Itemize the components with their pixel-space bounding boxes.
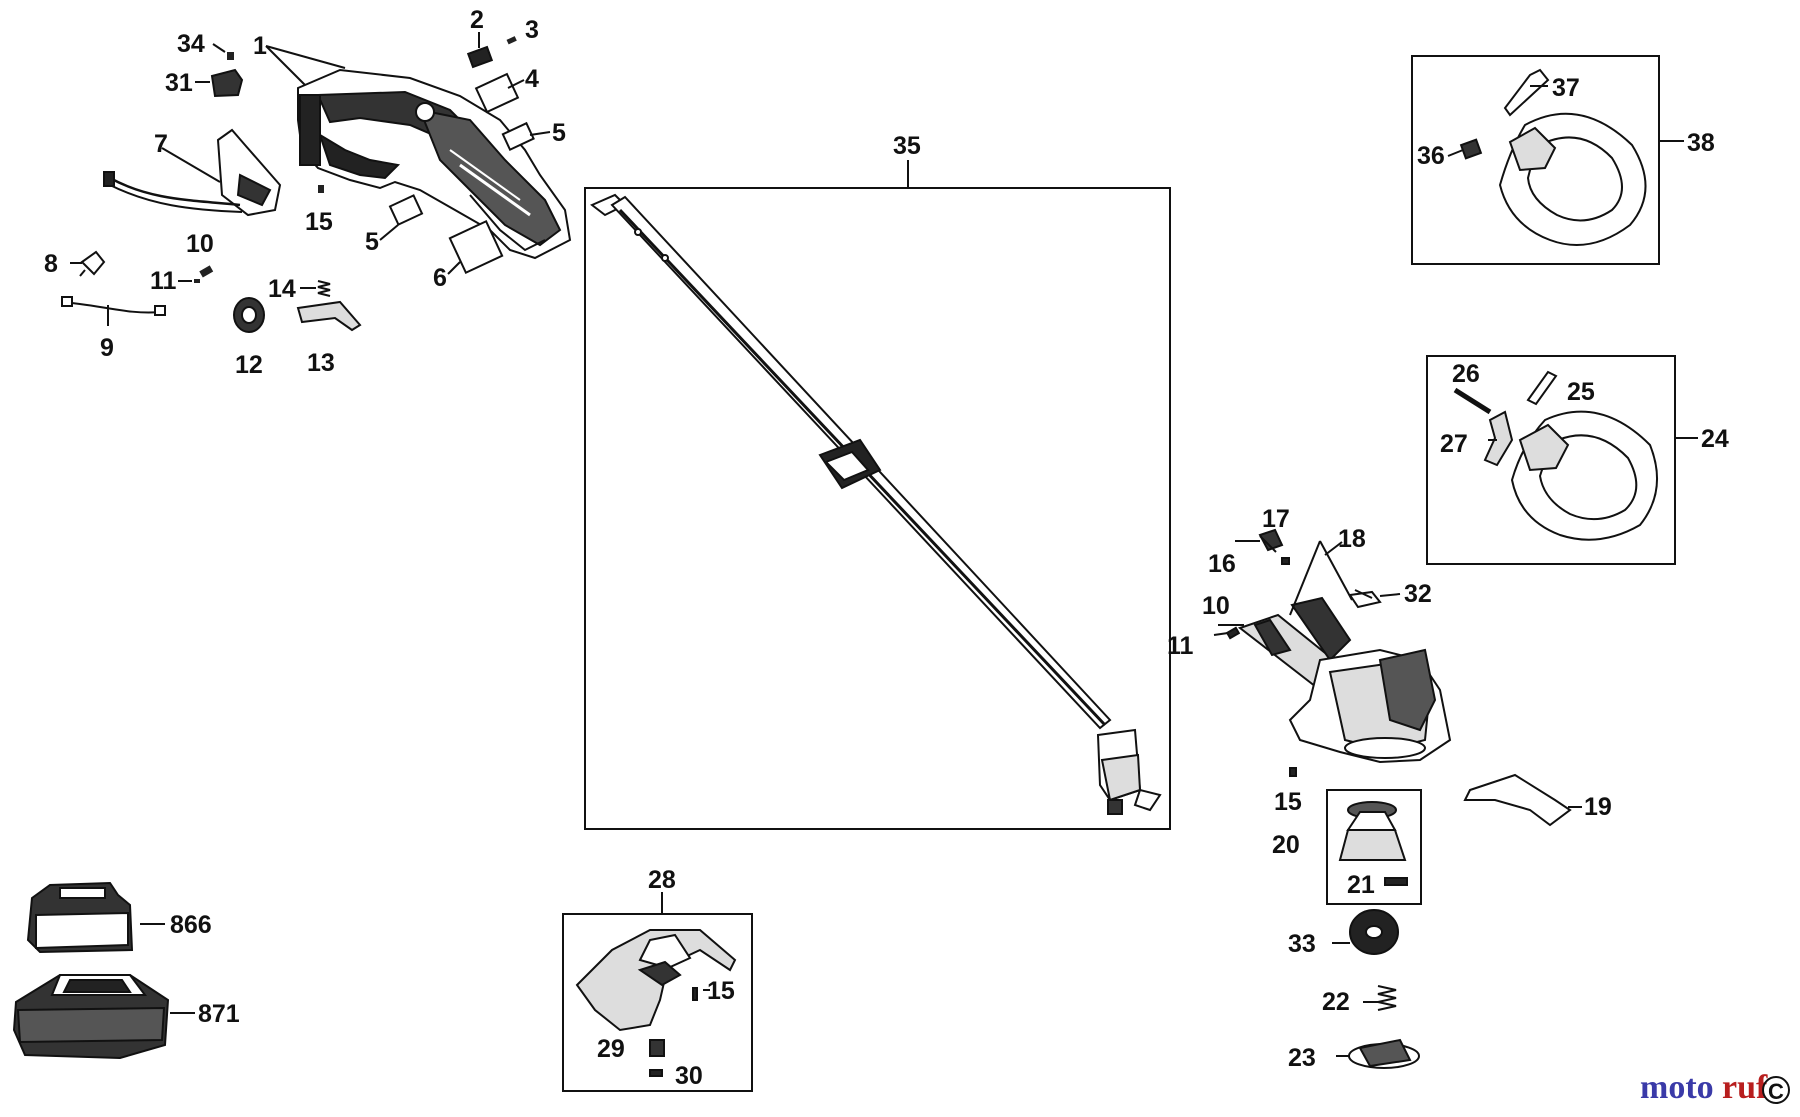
label-15-upper: 15 [305, 208, 333, 236]
connector-part-8 [79, 250, 106, 277]
switch-part-2 [466, 45, 494, 69]
spool-part-33 [1349, 909, 1399, 955]
spring-part-22 [1377, 985, 1397, 1011]
label-35: 35 [893, 132, 921, 160]
charger-part-871 [12, 974, 170, 1060]
label-37: 37 [1552, 74, 1580, 102]
label-27: 27 [1440, 430, 1468, 458]
label-9: 9 [100, 334, 114, 362]
label-34: 34 [177, 30, 205, 58]
bracket-part-31 [210, 68, 244, 98]
screw-part-11-upper [194, 279, 200, 283]
label-10-upper: 10 [186, 230, 214, 258]
label-18: 18 [1338, 525, 1366, 553]
label-26: 26 [1452, 360, 1480, 388]
guard-part-28 [575, 929, 737, 1077]
watermark-brand-a: moto [1640, 1069, 1714, 1106]
label-15-head: 15 [1274, 788, 1302, 816]
label-13: 13 [307, 349, 335, 377]
part-labels: 1 2 3 4 5 5 6 7 8 9 10 11 12 13 14 15 15… [44, 6, 1729, 1090]
label-part-5-lower [388, 194, 424, 226]
spring-part-14 [317, 280, 331, 297]
label-25: 25 [1567, 378, 1595, 406]
handle-part-38 [1459, 68, 1647, 246]
label-15-guard: 15 [707, 977, 735, 1005]
label-17: 17 [1262, 505, 1290, 533]
wire-part-19 [1463, 773, 1572, 827]
cap-part-23 [1348, 1038, 1420, 1069]
label-part-6 [448, 219, 504, 275]
label-5-lower: 5 [365, 228, 379, 256]
label-8: 8 [44, 250, 58, 278]
label-3: 3 [525, 16, 539, 44]
handle-box-24 [1426, 355, 1676, 565]
label-36: 36 [1417, 142, 1445, 170]
label-33: 33 [1288, 930, 1316, 958]
label-11-upper: 11 [150, 267, 177, 295]
cap-part-12 [233, 297, 265, 333]
battery-part-866 [26, 881, 134, 954]
trimmer-head-assembly [1225, 528, 1452, 777]
label-24: 24 [1701, 425, 1729, 453]
label-part-5-upper [501, 121, 535, 151]
label-866: 866 [170, 911, 212, 939]
label-21: 21 [1347, 871, 1375, 899]
label-29: 29 [597, 1035, 625, 1063]
label-7: 7 [154, 130, 168, 158]
screw-part-3 [506, 36, 517, 45]
spool-part-20 [1338, 801, 1408, 886]
label-32: 32 [1404, 580, 1432, 608]
wire-part-9 [61, 296, 166, 316]
leader-lines [70, 32, 1698, 1057]
label-10-head: 10 [1202, 592, 1230, 620]
trigger-part-13 [296, 300, 362, 332]
watermark: moto ruf C [1640, 1069, 1790, 1106]
housing-part-1 [297, 68, 572, 260]
label-31: 31 [165, 69, 193, 97]
circuit-part-7 [103, 128, 282, 217]
label-part-4 [474, 72, 520, 114]
label-1: 1 [253, 32, 267, 60]
screw-part-10-upper [199, 265, 214, 278]
screw-part-34 [227, 52, 234, 60]
label-2: 2 [470, 6, 484, 34]
label-12: 12 [235, 351, 263, 379]
label-38: 38 [1687, 129, 1715, 157]
shaft-part-35 [590, 193, 1162, 815]
shaft-box [584, 187, 1171, 830]
guard-box-28 [562, 913, 753, 1092]
label-22: 22 [1322, 988, 1350, 1016]
watermark-corner: C [1768, 1079, 1784, 1104]
label-30: 30 [675, 1062, 703, 1090]
label-20: 20 [1272, 831, 1300, 859]
label-4: 4 [525, 65, 539, 93]
handle-box-38 [1411, 55, 1660, 265]
label-19: 19 [1584, 793, 1612, 821]
label-5-upper: 5 [552, 119, 566, 147]
watermark-brand-b: ruf [1722, 1069, 1768, 1106]
watermark-circle [1762, 1076, 1790, 1104]
handle-part-24 [1453, 370, 1659, 541]
label-14: 14 [268, 275, 296, 303]
label-11-head: 11 [1167, 632, 1194, 660]
spool-box-20 [1326, 789, 1422, 905]
label-16: 16 [1208, 550, 1236, 578]
label-23: 23 [1288, 1044, 1316, 1072]
screw-part-15-upper [318, 185, 324, 193]
label-28: 28 [648, 866, 676, 894]
label-871: 871 [198, 1000, 240, 1028]
label-6: 6 [433, 264, 447, 292]
